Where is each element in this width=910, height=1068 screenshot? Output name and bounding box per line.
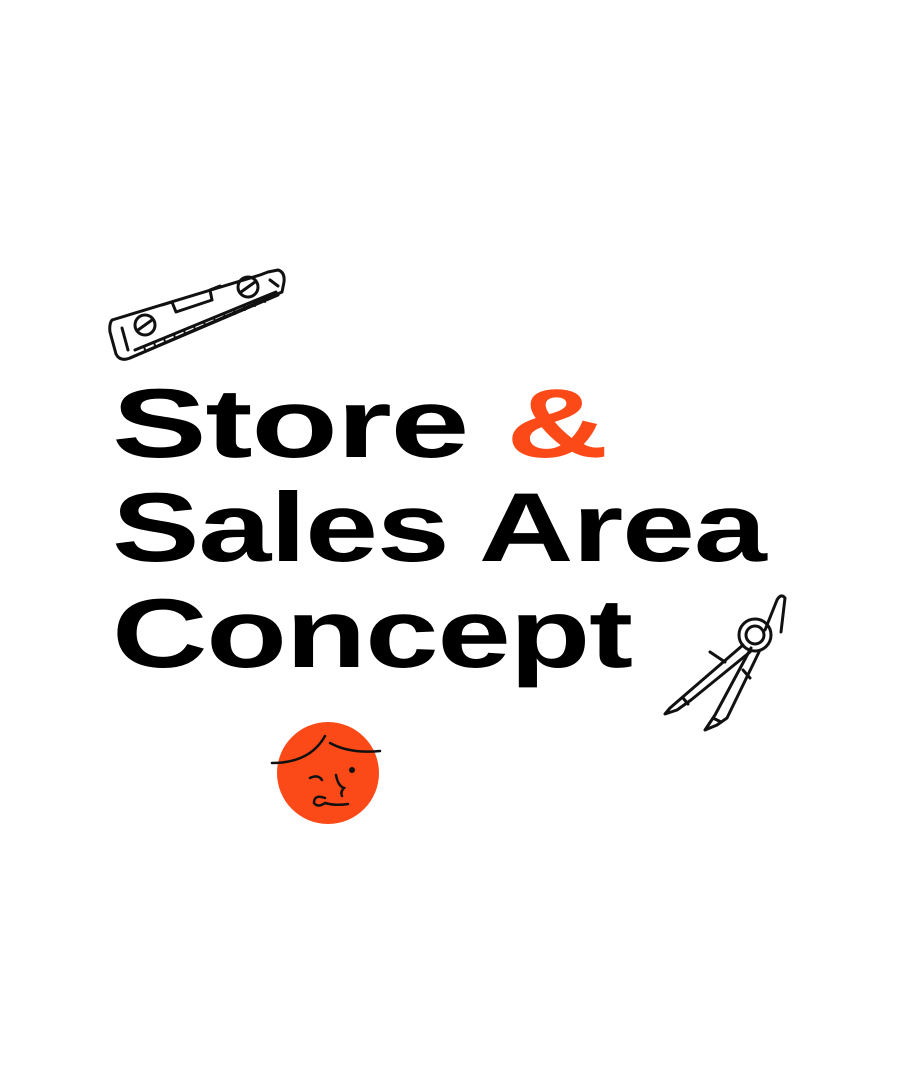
title-line-2: Sales Area [112,472,767,582]
title-line-1: Store & [112,374,609,472]
winking-face-icon [270,722,382,824]
title-line-3: Concept [112,578,633,688]
title-ampersand: & [506,368,609,478]
title-word-store: Store [112,368,469,478]
spirit-level-icon [108,268,286,361]
compass-icon [663,594,787,732]
